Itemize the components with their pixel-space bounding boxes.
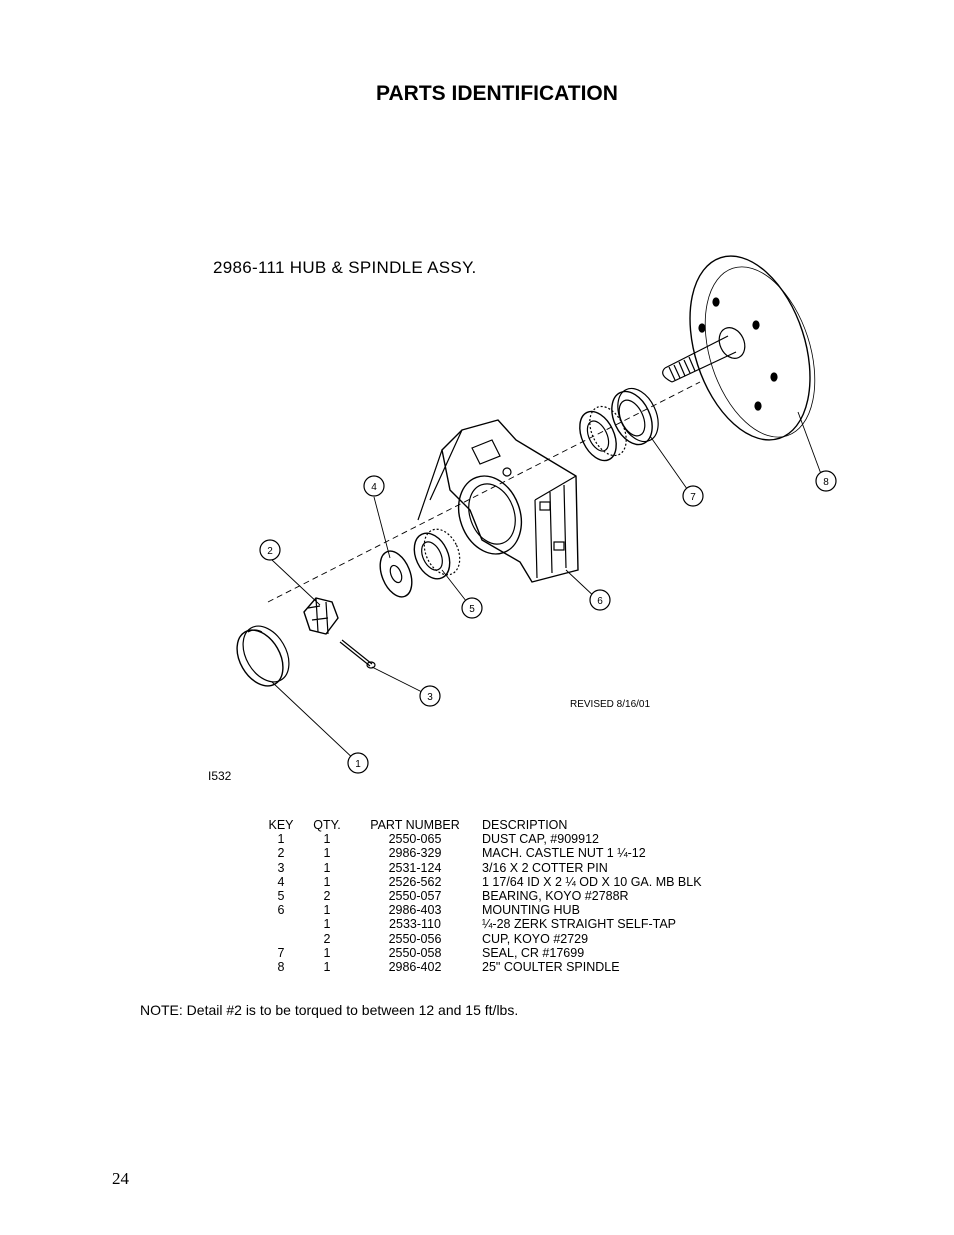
table-row: 7 1 2550-058 SEAL, CR #17699 (262, 946, 702, 960)
callout-8-label: 8 (823, 477, 829, 488)
table-row: 1 2533-110 ¼-28 ZERK STRAIGHT SELF-TAP (262, 917, 702, 931)
callout-1-label: 1 (355, 759, 361, 770)
spindle-thread (662, 356, 696, 383)
table-row: 3 1 2531-124 3/16 X 2 COTTER PIN (262, 861, 702, 875)
table-row: 2 1 2986-329 MACH. CASTLE NUT 1 ¼-12 (262, 846, 702, 860)
cell-key: 6 (277, 903, 285, 918)
mounting-hub-drawing (417, 419, 579, 583)
cell-key: 7 (277, 945, 285, 960)
coulter-spindle-drawing (662, 255, 816, 441)
cell-qty: 2 (323, 889, 331, 904)
cell-key: 5 (277, 889, 285, 904)
cell-key: 4 (277, 874, 285, 889)
cell-description: 25" COULTER SPINDLE (482, 960, 620, 975)
cell-part-number: 2986-403 (388, 903, 442, 918)
cell-key: 1 (277, 832, 285, 847)
washer-drawing (379, 550, 413, 598)
cell-key (262, 917, 300, 931)
cell-part-number: 2986-402 (388, 960, 442, 975)
callout-6-label: 6 (597, 596, 603, 607)
cell-qty: 2 (323, 931, 331, 946)
header-description: DESCRIPTION (482, 818, 568, 832)
callout-8: 8 (815, 470, 837, 492)
cell-qty: 1 (323, 960, 331, 975)
cell-description: SEAL, CR #17699 (482, 945, 585, 960)
cell-key: 3 (277, 860, 285, 875)
callout-1: 1 (347, 752, 369, 774)
bearing-left-drawing (413, 528, 461, 580)
callout-2: 2 (259, 539, 281, 561)
parts-table-header: KEY QTY. PART NUMBER DESCRIPTION (262, 818, 702, 832)
header-part-number: PART NUMBER (370, 818, 460, 832)
cell-part-number: 2550-058 (388, 945, 442, 960)
cell-qty: 1 (323, 917, 331, 932)
exploded-assembly-diagram: 2986-111 HUB & SPINDLE ASSY. (180, 240, 860, 800)
table-row: 4 1 2526-562 1 17/64 ID X 2 ¼ OD X 10 GA. M… (262, 875, 702, 889)
callout-3: 3 (419, 685, 441, 707)
cell-part-number: 2550-057 (388, 889, 442, 904)
cell-part-number: 2550-065 (388, 832, 442, 847)
table-row: 5 2 2550-057 BEARING, KOYO #2788R (262, 889, 702, 903)
cell-description: BEARING, KOYO #2788R (482, 889, 629, 904)
cell-qty: 1 (323, 860, 331, 875)
torque-note: NOTE: Detail #2 is to be torqued to betw… (140, 1002, 519, 1018)
cell-part-number: 2533-110 (389, 917, 441, 932)
cell-key: 8 (277, 960, 285, 975)
seal-drawing (611, 387, 659, 446)
cell-description: 1 17/64 ID X 2 ¼ OD X 10 GA. MB BLK (482, 874, 702, 889)
cell-part-number: 2526-562 (388, 874, 442, 889)
header-qty: QTY. (313, 818, 341, 832)
header-key: KEY (268, 818, 294, 832)
cell-part-number: 2531-124 (388, 860, 442, 875)
dust-cap-drawing (236, 625, 290, 687)
cell-description: MOUNTING HUB (482, 903, 580, 918)
cell-part-number: 2986-329 (388, 846, 442, 861)
drawing-id: I532 (208, 769, 232, 783)
cell-qty: 1 (323, 874, 331, 889)
cell-key (262, 932, 300, 946)
callout-7-label: 7 (690, 492, 696, 503)
page-number: 24 (112, 1169, 129, 1188)
cell-part-number: 2550-056 (388, 931, 442, 946)
diagram-title: 2986-111 HUB & SPINDLE ASSY. (213, 258, 477, 277)
callout-4-label: 4 (371, 482, 377, 493)
callout-4: 4 (363, 475, 385, 497)
assembly-centerline (267, 381, 701, 603)
castle-nut-drawing (303, 597, 339, 635)
callout-5: 5 (461, 597, 483, 619)
cell-qty: 1 (323, 832, 331, 847)
table-row: 2 2550-056 CUP, KOYO #2729 (262, 932, 702, 946)
cell-description: MACH. CASTLE NUT 1 ¼-12 (482, 846, 646, 861)
table-row: 1 1 2550-065 DUST CAP, #909912 (262, 832, 702, 846)
cell-qty: 1 (323, 903, 331, 918)
cell-qty: 1 (323, 846, 331, 861)
page-title: PARTS IDENTIFICATION (376, 82, 618, 105)
callout-6: 6 (589, 589, 611, 611)
callout-2-label: 2 (267, 546, 273, 557)
cell-description: ¼-28 ZERK STRAIGHT SELF-TAP (482, 917, 677, 932)
cell-description: CUP, KOYO #2729 (482, 931, 589, 946)
cell-key: 2 (277, 846, 285, 861)
callout-5-label: 5 (469, 604, 475, 615)
cell-description: 3/16 X 2 COTTER PIN (482, 860, 608, 875)
callout-7: 7 (682, 485, 704, 507)
revision-note: REVISED 8/16/01 (570, 699, 651, 710)
table-row: 6 1 2986-403 MOUNTING HUB (262, 903, 702, 917)
cell-description: DUST CAP, #909912 (482, 832, 599, 847)
bearing-right-drawing (579, 405, 627, 462)
cotter-pin-drawing (339, 639, 376, 669)
assembly-drawing: 1 2 3 4 5 6 7 8 (236, 255, 837, 774)
table-row: 8 1 2986-402 25" COULTER SPINDLE (262, 960, 702, 974)
leader-lines (271, 411, 825, 764)
cell-qty: 1 (323, 945, 331, 960)
callout-3-label: 3 (427, 692, 433, 703)
